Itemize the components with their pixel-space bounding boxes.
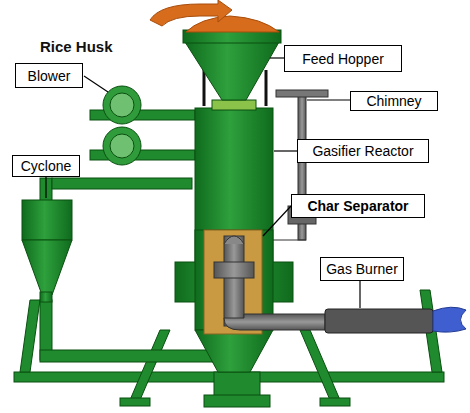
callout-label: Gas Burner	[326, 261, 398, 277]
callout-box: Feed Hopper	[284, 45, 402, 72]
callout-box: Gas Burner	[320, 257, 404, 281]
callout-label: Chimney	[366, 93, 421, 109]
callout-label: Feed Hopper	[302, 51, 384, 67]
callout-label: Char Separator	[307, 198, 408, 214]
callout-label: Cyclone	[21, 158, 72, 174]
callout-box: Chimney	[350, 91, 438, 111]
callout-box: Cyclone	[12, 155, 80, 177]
callout-label: Gasifier Reactor	[312, 143, 413, 159]
callout-box: Char Separator	[291, 194, 425, 218]
callout-box: Gasifier Reactor	[297, 139, 429, 163]
callout-box: Blower	[15, 63, 83, 88]
callout-label: Blower	[28, 68, 71, 84]
material-label: Rice Husk	[40, 38, 113, 55]
